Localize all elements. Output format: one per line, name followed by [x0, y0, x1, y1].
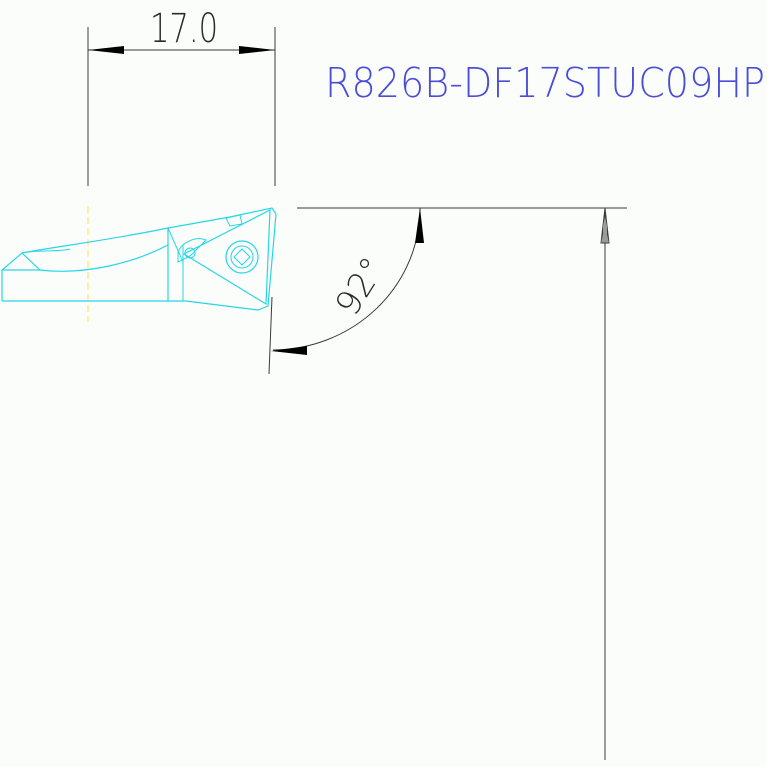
- holder-head-inner-line: [167, 227, 184, 301]
- angle-arrow-left: [271, 346, 307, 355]
- angle-dimension: 92°: [268, 207, 424, 375]
- holder-shank-lower-curve: [39, 244, 169, 272]
- width-dimension-label: 17.0: [150, 6, 218, 52]
- holder-shank-top-edge: [21, 248, 71, 254]
- insert-clamp: [225, 214, 243, 227]
- reference-lines: [297, 207, 627, 760]
- insert-clamp-pin: [184, 247, 196, 259]
- angle-dimension-label: 92°: [328, 250, 394, 322]
- part-number-title: R826B-DF17STUC09HP: [325, 59, 765, 107]
- angle-arrow-top: [415, 208, 424, 243]
- width-dimension: 17.0: [87, 6, 276, 186]
- holder-shank: [1, 227, 169, 302]
- angle-extension-line: [268, 296, 273, 375]
- insert-triangle: [182, 208, 271, 306]
- holder-head: [167, 207, 277, 311]
- width-arrow-right: [239, 46, 275, 54]
- insert-screw-outer: [225, 240, 259, 274]
- insert-screw-torx: [233, 248, 251, 266]
- tool-holder-outline: [1, 207, 277, 311]
- insert-seat: [177, 238, 207, 263]
- insert-screw-ring: [230, 245, 254, 269]
- width-arrow-left: [88, 46, 124, 54]
